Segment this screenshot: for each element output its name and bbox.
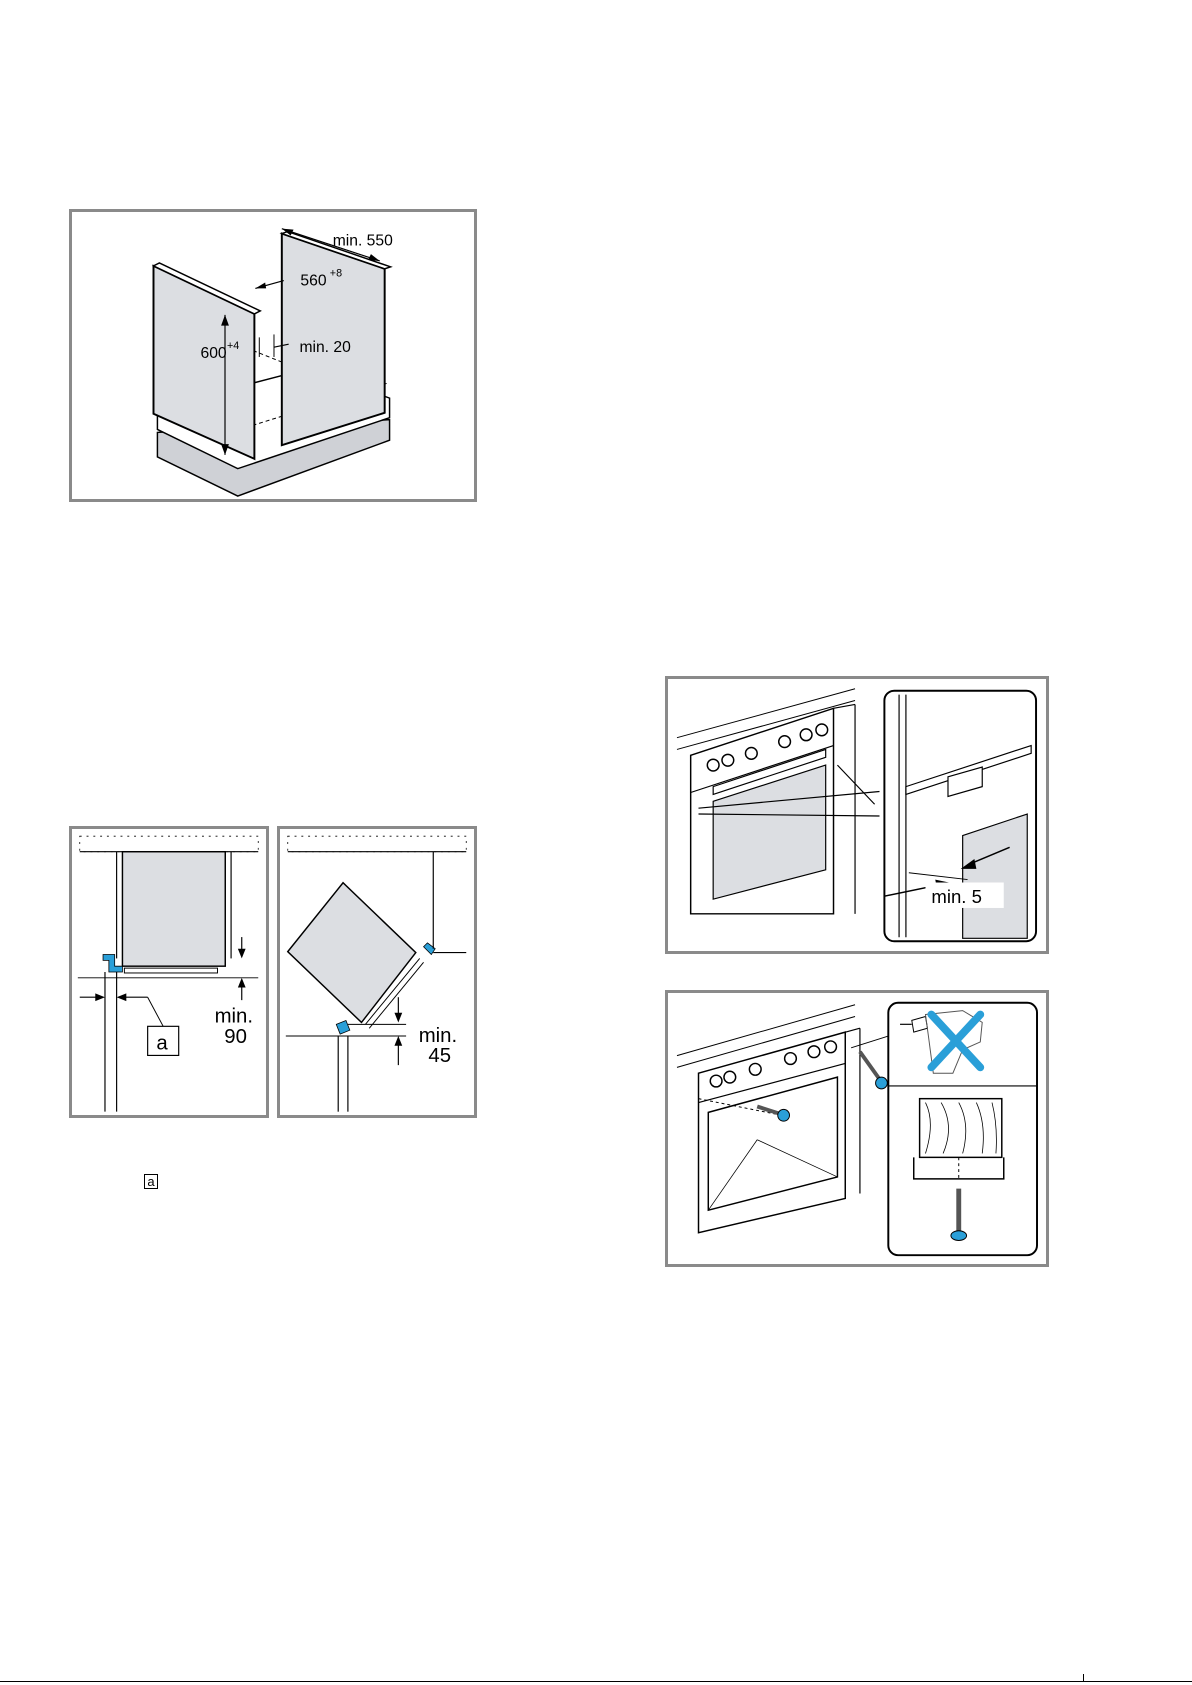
oven-screw-figure bbox=[665, 990, 1049, 1267]
cabinet-niche-figure: min. 550 560 +8 600 +4 min. 20 bbox=[69, 209, 477, 502]
label-a: a bbox=[156, 1033, 168, 1055]
cabinet-niche-drawing: min. 550 560 +8 600 +4 min. 20 bbox=[72, 212, 474, 499]
corner-clearance-figure: min. 45 bbox=[277, 826, 477, 1118]
dim45-label-line2: 45 bbox=[428, 1045, 451, 1067]
knob-icon bbox=[785, 1053, 797, 1065]
knob-icon bbox=[745, 747, 757, 759]
oven-screw-drawing bbox=[668, 993, 1046, 1264]
door-edge bbox=[124, 968, 217, 973]
callout-pointer bbox=[851, 1036, 888, 1048]
gap-label: min. 20 bbox=[299, 339, 351, 356]
detail-window bbox=[963, 814, 1028, 938]
dim90-label-line1: min. bbox=[215, 1005, 253, 1027]
dim90-arrowhead-bottom bbox=[238, 978, 246, 988]
footer-rule bbox=[0, 1681, 1192, 1682]
knob-icon bbox=[800, 729, 812, 741]
height-label: 600 bbox=[201, 345, 227, 362]
wall-hatch bbox=[80, 836, 258, 852]
knob-icon bbox=[808, 1046, 820, 1058]
height-tolerance: +4 bbox=[227, 340, 239, 352]
knob-icon bbox=[749, 1063, 761, 1075]
knob-icon bbox=[779, 736, 791, 748]
oven-gap-drawing: min. 5 bbox=[668, 679, 1046, 951]
wall-hatch bbox=[288, 836, 466, 852]
zoom-line-3 bbox=[837, 765, 874, 804]
knob-icon bbox=[707, 759, 719, 771]
dim90-label-line2: 90 bbox=[224, 1026, 247, 1048]
knob-icon bbox=[724, 1071, 736, 1083]
straight-clearance-figure: a min. 90 bbox=[69, 826, 269, 1118]
appliance-top-view bbox=[122, 852, 225, 966]
dim-a-arrowhead-left bbox=[95, 993, 105, 1001]
worktop-edge-blue bbox=[103, 955, 122, 972]
dim90-arrowhead-top bbox=[238, 949, 246, 959]
width-arrow bbox=[255, 283, 266, 289]
width-label: 560 bbox=[300, 272, 326, 289]
dim-a-arrowhead-right bbox=[117, 993, 127, 1001]
legend-marker-a: a bbox=[144, 1174, 158, 1189]
oven-gap-figure: min. 5 bbox=[665, 676, 1049, 954]
screw-head-icon bbox=[778, 1109, 790, 1121]
screw-head-icon bbox=[951, 1231, 967, 1241]
straight-clearance-drawing: a min. 90 bbox=[72, 829, 266, 1115]
side-cabinet-edge bbox=[834, 704, 856, 708]
gap-label: min. 5 bbox=[931, 886, 982, 907]
footer-tick bbox=[1083, 1674, 1084, 1682]
dim45-label-line1: min. bbox=[419, 1025, 457, 1047]
depth-label: min. 550 bbox=[333, 232, 393, 249]
knob-icon bbox=[710, 1075, 722, 1087]
depth-arrow-end bbox=[368, 254, 380, 261]
appliance-rotated bbox=[288, 883, 416, 1023]
dim45-arrowhead-bottom bbox=[394, 1036, 402, 1046]
knob-icon bbox=[825, 1041, 837, 1053]
corner-edge-blue-1 bbox=[336, 1021, 350, 1035]
label-a-leader bbox=[148, 997, 164, 1026]
side-screw-shaft-icon bbox=[860, 1052, 880, 1079]
corner-clearance-drawing: min. 45 bbox=[280, 829, 474, 1115]
dim45-arrowhead-top bbox=[394, 1013, 402, 1023]
side-screw-head-icon bbox=[876, 1077, 888, 1089]
side-cabinet-edge bbox=[845, 1028, 860, 1032]
knob-icon bbox=[722, 754, 734, 766]
width-tolerance: +8 bbox=[330, 268, 342, 280]
knob-icon bbox=[816, 724, 828, 736]
